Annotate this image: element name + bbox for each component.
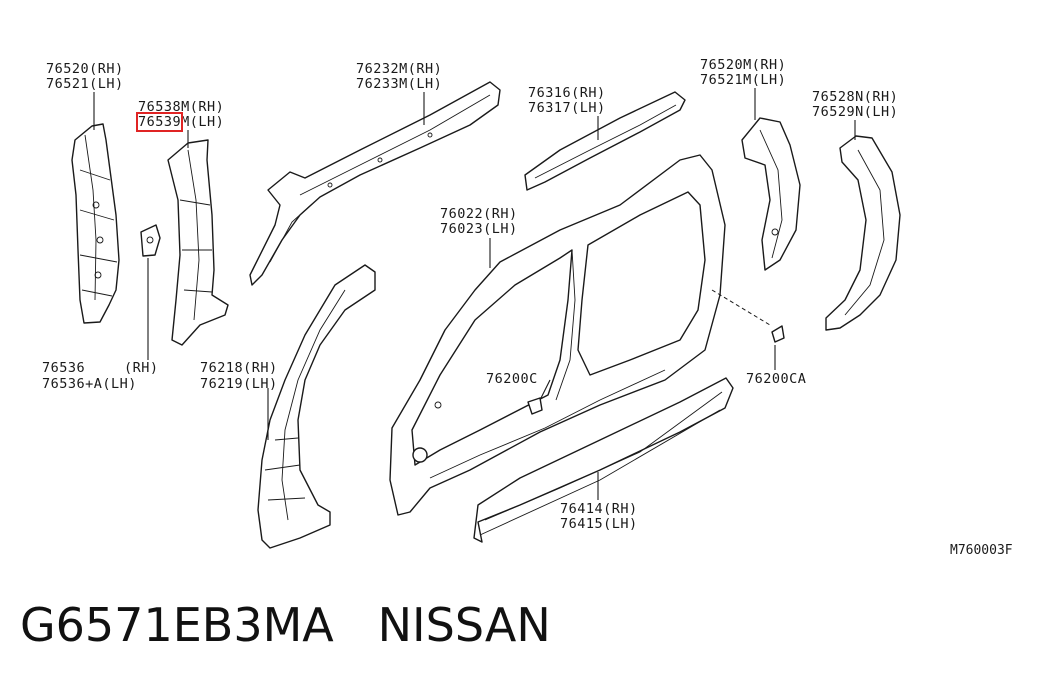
callout-76536-rh-suffix: (RH) — [124, 360, 159, 376]
part-front-pillar-reinforcement — [71, 123, 120, 324]
callout-76539m-suffix: M(LH) — [181, 114, 225, 130]
callout-76520-rh: 76520(RH) — [46, 61, 124, 77]
callout-76520m-rh: 76520M(RH) — [700, 57, 787, 73]
callout-76521m-lh: 76521M(LH) — [700, 72, 787, 88]
callout-76539m-lh: 76539M(LH) — [135, 112, 225, 132]
part-center-pillar — [140, 139, 229, 346]
part-rear-quarter-pillar — [825, 135, 901, 331]
footer-caption: G6571EB3MA NISSAN — [20, 598, 551, 652]
callout-76317-lh: 76317(LH) — [528, 100, 606, 116]
callout-76536a-lh: 76536+A(LH) — [42, 376, 137, 392]
callout-76023-lh: 76023(LH) — [440, 221, 518, 237]
parts-diagram — [71, 81, 901, 549]
part-sill-outer — [473, 377, 734, 543]
callout-76232m-rh: 76232M(RH) — [356, 61, 443, 77]
callout-76200c: 76200C — [486, 371, 538, 387]
callout-76538m-rh: 76538M(RH) — [138, 99, 225, 115]
callout-76521-lh: 76521(LH) — [46, 76, 124, 92]
callout-76233m-lh: 76233M(LH) — [356, 76, 443, 92]
callout-76528n-rh: 76528N(RH) — [812, 89, 899, 105]
highlighted-part-number: 76539 — [135, 112, 184, 132]
callout-76316-rh: 76316(RH) — [528, 85, 606, 101]
part-rear-rail — [524, 91, 686, 191]
callout-76219-lh: 76219(LH) — [200, 376, 278, 392]
part-clip-76200c — [527, 397, 543, 415]
footer-part-number: G6571EB3MA — [20, 598, 334, 652]
callout-76415-lh: 76415(LH) — [560, 516, 638, 532]
part-rear-pillar — [741, 117, 801, 271]
part-front-pillar-lower — [257, 264, 376, 549]
callout-76022-rh: 76022(RH) — [440, 206, 518, 222]
callout-76536-rh: 76536 — [42, 360, 86, 376]
diagram-code: M760003F — [950, 543, 1013, 558]
callout-76218-rh: 76218(RH) — [200, 360, 278, 376]
part-roof-side-rail — [249, 81, 501, 286]
callout-76414-rh: 76414(RH) — [560, 501, 638, 517]
leader-lines — [93, 88, 856, 500]
callout-76529n-lh: 76529N(LH) — [812, 104, 899, 120]
footer-brand: NISSAN — [377, 598, 551, 652]
callout-76200ca: 76200CA — [746, 371, 807, 387]
part-clip-76200ca — [771, 325, 785, 343]
part-body-side-outer — [389, 154, 726, 516]
